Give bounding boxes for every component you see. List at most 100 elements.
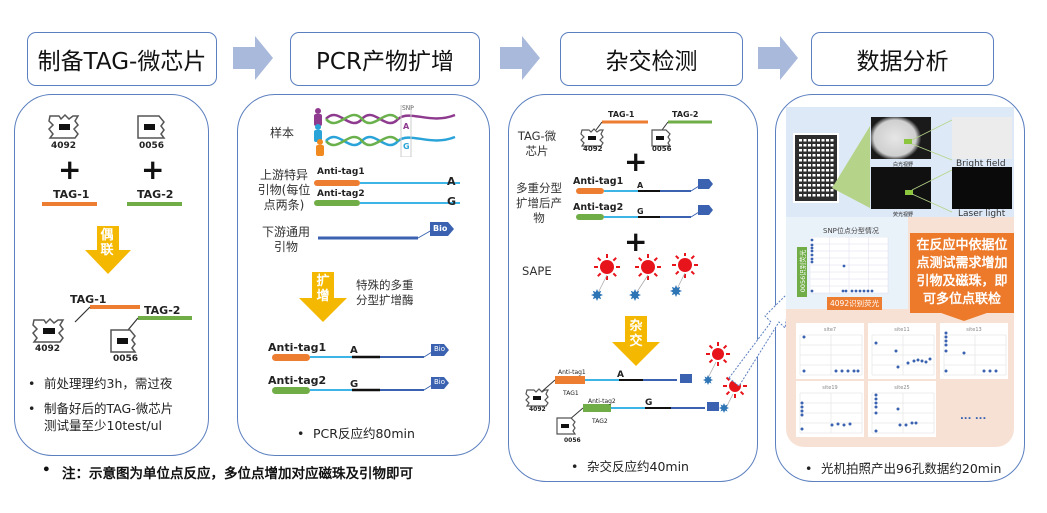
coupled-chip-0056-label: 0056: [113, 354, 139, 364]
well: [812, 189, 816, 192]
p3-chip-0056: [651, 120, 712, 147]
bio-label: Bio: [433, 224, 448, 233]
well: [821, 139, 825, 142]
allele-g-label: G: [447, 195, 457, 208]
scatter-point: [834, 369, 838, 373]
step-title-prepare-chip: 制备TAG-微芯片: [27, 32, 217, 86]
sape-red-icon: [635, 254, 661, 280]
well: [830, 194, 834, 197]
amplify-arrow-label: 扩增: [316, 274, 330, 304]
well: [830, 139, 834, 142]
scatter-point: [800, 401, 804, 405]
hybridized-complex-1: [525, 374, 692, 407]
well: [830, 164, 834, 167]
upstream-primer-1: [314, 180, 460, 186]
scatter-point: [944, 369, 948, 373]
snp-scatter-plot: [810, 237, 889, 294]
coupled-chip-4092-label: 4092: [35, 344, 61, 354]
well: [803, 179, 807, 182]
well: [799, 139, 802, 142]
p3-tag2-label: TAG-2: [672, 110, 699, 119]
well: [821, 164, 825, 167]
well: [821, 144, 825, 147]
scatter-point: [912, 359, 916, 363]
streptavidin-icon: [719, 403, 729, 413]
well: [830, 179, 834, 182]
well: [817, 174, 820, 177]
hybridize-arrow-label: 杂交: [629, 319, 643, 349]
p3-tag1-label: TAG-1: [608, 110, 635, 119]
scatter-point: [866, 289, 870, 293]
plus-icon: +: [141, 153, 165, 186]
well: [799, 149, 802, 152]
scatter-point: [810, 243, 814, 247]
well: [799, 154, 802, 157]
complex1-chip-label: 4092: [529, 406, 546, 413]
p3-anti-tag2-label: Anti-tag2: [573, 202, 624, 213]
anti-tag1-label: Anti-tag1: [317, 167, 365, 177]
downstream-primer-label: 下游通用引物: [261, 225, 310, 254]
step-title-data-analysis: 数据分析: [811, 32, 994, 86]
upstream-primer-label: 上游特异引物(每位点两条): [257, 168, 311, 212]
well: [821, 169, 825, 172]
laser-light-zoom-image: [952, 167, 1012, 209]
hybridized-complex-2: [556, 402, 719, 435]
well: [817, 184, 820, 187]
bright-field-circle-image: [871, 117, 931, 159]
scatter-point: [830, 423, 834, 427]
site-plot-site11: site11: [868, 323, 936, 379]
product2-anti-tag2-label: Anti-tag2: [268, 374, 327, 387]
step-arrow-2: [500, 36, 540, 80]
well: [830, 169, 834, 172]
panel1-bullet-pretreatment: 前处理理约3h，需过夜: [28, 375, 172, 392]
complex2-chip-label: 0056: [564, 437, 581, 444]
panel4-bullet-imaging-time: 光机拍照产出96孔数据约20min: [805, 460, 1001, 477]
snp-label: SNP: [402, 105, 414, 112]
p3-anti-tag1-label: Anti-tag1: [573, 176, 624, 187]
well: [812, 159, 816, 162]
well: [808, 149, 811, 152]
well: [799, 194, 802, 197]
amplify-arrow-icon: [299, 272, 347, 322]
scatter-point: [800, 427, 804, 431]
panel1-bullet-chip-ready-line2: 测试量至少10test/ul: [44, 418, 163, 433]
scatter-point: [862, 289, 866, 293]
zoom-lines: [911, 119, 953, 213]
scatter-point: [840, 369, 844, 373]
step-title-hybridization: 杂交检测: [560, 32, 743, 86]
well: [817, 139, 820, 142]
well: [826, 194, 829, 197]
site-plot-site19: site19: [796, 381, 864, 437]
well: [826, 164, 829, 167]
scatter-point: [800, 413, 804, 417]
well: [799, 189, 802, 192]
p3-chip-4092: [580, 120, 648, 147]
well: [817, 154, 820, 157]
footnote: 注：示意图为单位点反应，多位点增加对应磁珠及引物即可: [42, 462, 413, 482]
well: [830, 184, 834, 187]
product2-allele: G: [350, 379, 359, 390]
complex1-tag1: TAG1: [563, 390, 579, 397]
scatter-point: [896, 407, 900, 411]
well: [808, 179, 811, 182]
allele-a-label: A: [447, 175, 456, 188]
well: [799, 179, 802, 182]
scatter-point: [850, 289, 854, 293]
scatter-point: [906, 361, 910, 365]
site-plot-site13: site13: [940, 323, 1008, 379]
scatter-point: [944, 331, 948, 335]
well: [826, 144, 829, 147]
panel3-bullet-hybrid-time: 杂交反应约40min: [571, 458, 689, 475]
scatter-point: [846, 369, 850, 373]
scatter-point: [874, 393, 878, 397]
well: [812, 154, 816, 157]
sample-dna-icon: [314, 105, 456, 157]
well: [808, 194, 811, 197]
tag1-label: TAG-1: [53, 188, 90, 201]
well: [799, 184, 802, 187]
scatter-point: [920, 359, 924, 363]
scatter-title: SNP位点分型情况: [823, 227, 879, 235]
scatter-point: [810, 257, 814, 261]
well: [803, 184, 807, 187]
laser-field-image: [871, 167, 931, 209]
